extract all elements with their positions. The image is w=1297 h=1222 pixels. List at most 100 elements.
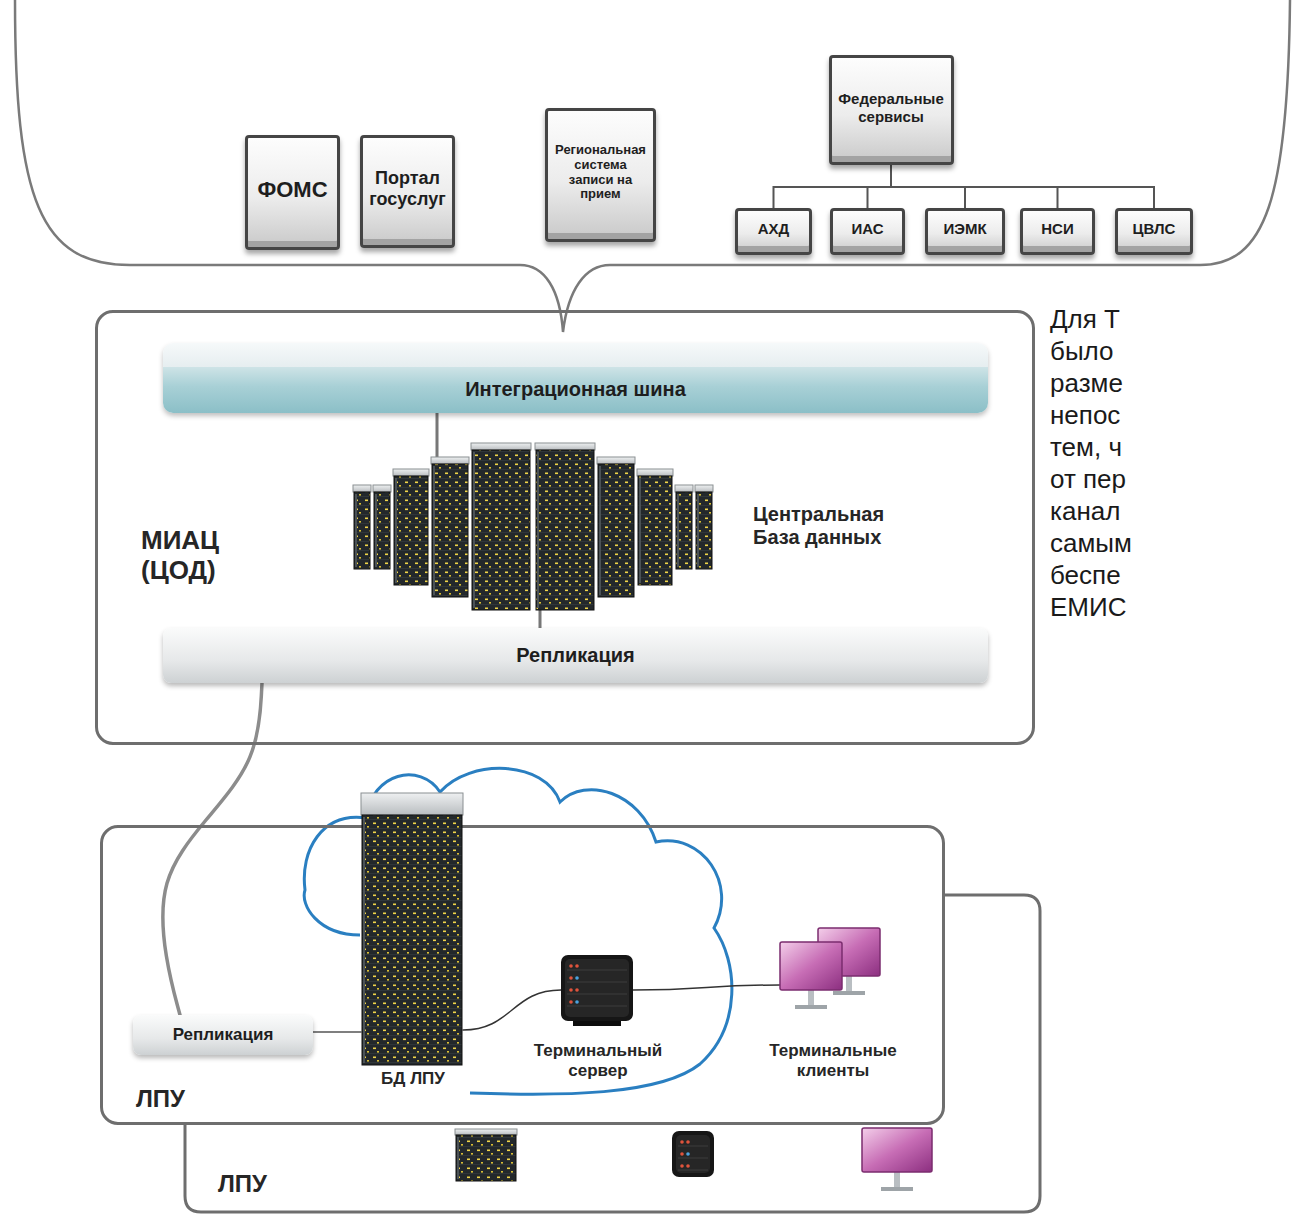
status-led [686,1140,690,1144]
rack-body [638,476,672,585]
node-label: МИАЦ (ЦОД) [141,526,251,586]
rack-edge [355,494,357,567]
service-box: Региональная система записи на прием [545,108,656,242]
integration-bus: Интеграционная шина [163,343,988,413]
connector [774,165,892,208]
node-label: БД ЛПУ [343,1069,483,1089]
node-label: Региональная система записи на прием [552,143,649,203]
service-box: ИАС [830,208,905,255]
rack-body [362,815,462,1065]
datacenter-frame: МИАЦ (ЦОД) Интеграционная шинаЦентральная… [95,310,1035,745]
status-led [575,988,579,992]
node-label: ЦВЛС [1122,220,1186,237]
replication-box: Репликация [133,1015,313,1055]
rack-body [676,492,692,569]
label-holder: ЛПУ [218,1170,308,1198]
status-led [575,1000,579,1004]
status-led [569,964,573,968]
node-label: Федеральные сервисы [836,90,947,125]
server-rack-art [361,793,463,1065]
client-monitors-art [778,928,883,1013]
service-box: НСИ [1020,208,1095,255]
node-label: ЛПУ [218,1170,308,1198]
rack-edge [375,494,377,567]
rack-cap [597,457,635,464]
node-label: ЛПУ [136,1085,226,1113]
node-label: ИЭМК [932,220,998,237]
server-case [672,1131,714,1177]
server-slot [678,1146,708,1147]
service-box: ФОМС [245,135,340,250]
replication-band: Репликация [163,628,988,683]
rack-edge [395,478,397,583]
rack-body [536,450,594,610]
monitor-screen [780,942,842,990]
status-led [575,964,579,968]
monitor-base [795,1005,827,1009]
server-cluster-art [343,443,723,610]
server-front [676,1135,710,1173]
connector [539,610,542,628]
status-led [569,1000,573,1004]
rack-cap [637,469,673,476]
connector [868,165,892,208]
rack-body [598,464,634,597]
status-led [569,976,573,980]
status-led [680,1152,684,1156]
server-foot [573,1021,621,1026]
server-front [565,959,629,1017]
rack-cap [393,469,429,476]
service-box: ЦВЛС [1115,208,1193,255]
node-label: Интеграционная шина [171,378,980,401]
server-slot [678,1158,708,1159]
monitor-stand [894,1172,900,1188]
rack-edge [599,466,601,595]
status-led [575,976,579,980]
label-holder: МИАЦ (ЦОД) [141,526,251,586]
service-box: АХД [735,208,812,255]
server-slot [567,982,627,983]
node-label: Терминальные клиенты [758,1041,908,1080]
rack-cap [455,1129,517,1135]
rack-body [374,492,390,569]
server-slot [567,970,627,971]
server-cluster: Центральная База данных [343,443,723,610]
status-led [686,1164,690,1168]
connector [313,1031,361,1033]
monitor-stand [808,990,814,1006]
label-holder: Центральная База данных [753,503,903,549]
status-led [686,1152,690,1156]
node-label: Репликация [141,1025,305,1045]
rack-cap [373,485,391,492]
rack-body [456,1135,516,1181]
rack-cap [675,485,693,492]
rack-edge [697,494,699,567]
label-holder: Терминальные клиенты [758,1041,908,1080]
rack-edge [639,478,641,583]
callout-bubble [15,0,1290,332]
rack-edge [473,452,475,608]
rack-cap [431,457,469,464]
connector [463,990,561,1030]
server-slot [567,1006,627,1007]
terminal-server-art [551,953,643,1028]
connector [163,683,262,1015]
side-note: Для Т было разме непос тем, ч от пер кан… [1050,303,1146,623]
rack-cap [471,443,531,450]
terminal-server: Терминальный сервер [551,953,643,1028]
client-monitors: Терминальные клиенты [778,928,883,1013]
server-case [561,955,633,1021]
rack-body [432,464,468,597]
status-led [680,1140,684,1144]
rack-body [394,476,428,585]
node-label: НСИ [1027,220,1088,237]
rack-edge [457,1137,459,1179]
rack-edge [537,452,539,608]
label-holder: БД ЛПУ [343,1069,483,1089]
facility-outline [185,895,1040,1212]
node-label: ИАС [837,220,898,237]
rack-cap [361,793,463,815]
label-holder: ЛПУ [136,1085,226,1113]
server-slot [678,1170,708,1171]
